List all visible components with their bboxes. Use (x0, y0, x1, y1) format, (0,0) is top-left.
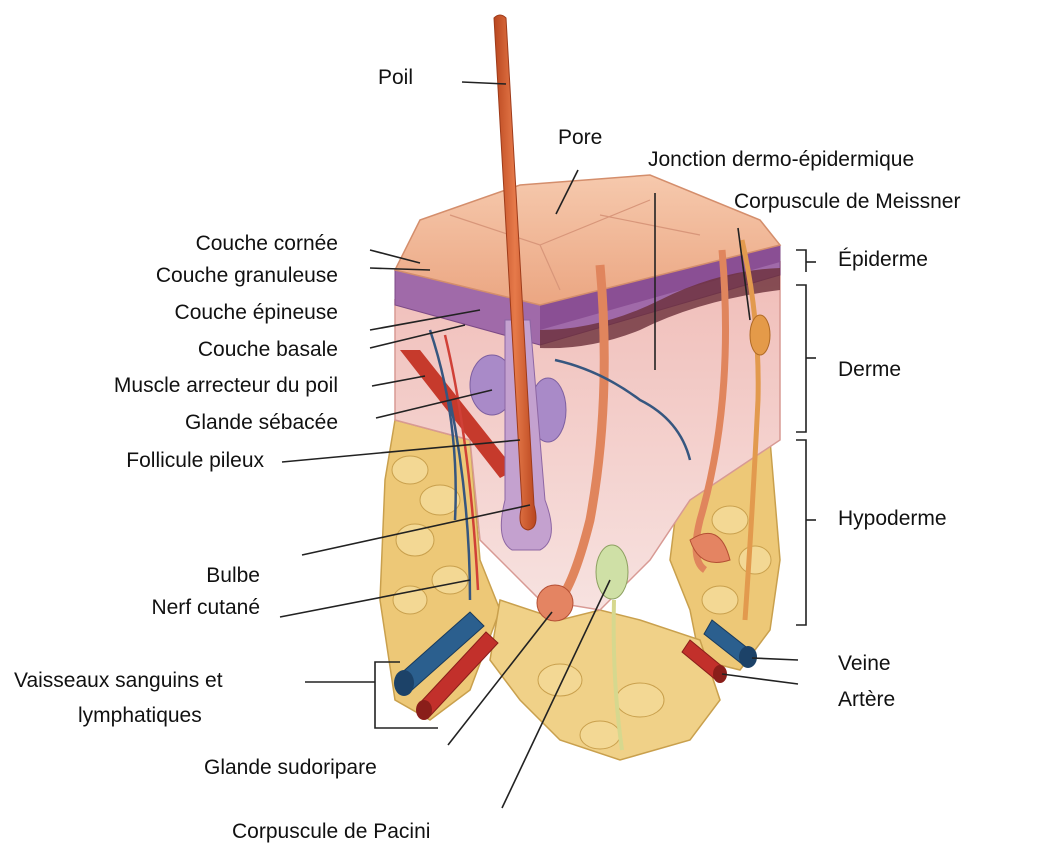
label-pore: Pore (558, 126, 602, 150)
label-couche-granuleuse: Couche granuleuse (156, 264, 338, 288)
label-hypoderme: Hypoderme (838, 507, 947, 531)
label-derme: Derme (838, 358, 901, 382)
label-veine: Veine (838, 652, 891, 676)
pacini-corpuscle (596, 545, 628, 599)
label-pacini: Corpuscule de Pacini (232, 820, 430, 844)
label-muscle: Muscle arrecteur du poil (114, 374, 338, 398)
label-couche-basale: Couche basale (198, 338, 338, 362)
label-glande-sebacee: Glande sébacée (185, 411, 338, 435)
sweat-gland (537, 585, 573, 621)
label-glande-sudoripare: Glande sudoripare (204, 756, 377, 780)
meissner-corpuscle (750, 315, 770, 355)
label-vaisseaux-line2: lymphatiques (78, 704, 202, 728)
label-epiderme: Épiderme (838, 248, 928, 272)
label-vaisseaux-line1: Vaisseaux sanguins et (14, 669, 223, 693)
label-meissner: Corpuscule de Meissner (734, 190, 960, 214)
label-follicule: Follicule pileux (126, 449, 264, 473)
label-nerf: Nerf cutané (151, 596, 260, 620)
label-jonction: Jonction dermo-épidermique (648, 148, 914, 172)
label-couche-cornee: Couche cornée (196, 232, 338, 256)
label-bulbe: Bulbe (206, 564, 260, 588)
label-poil: Poil (378, 66, 413, 90)
label-artere: Artère (838, 688, 895, 712)
label-couche-epineuse: Couche épineuse (175, 301, 338, 325)
